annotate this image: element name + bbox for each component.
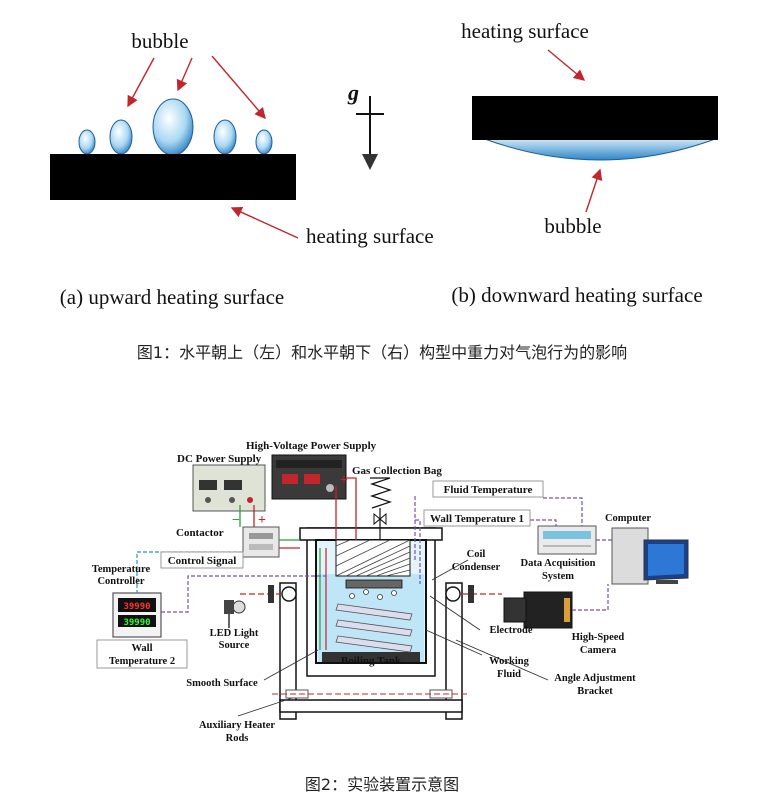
dc-power-supply: [192, 464, 266, 512]
dc-power-supply-label: DC Power Supply: [177, 453, 262, 465]
bubble: [213, 119, 237, 155]
heating-surface-label-b: heating surface: [461, 19, 589, 43]
wall-temperature-2-box: [96, 639, 188, 669]
wall-temperature-1-box: [423, 509, 531, 527]
contactor: [242, 526, 280, 558]
data-acquisition-system: [537, 525, 597, 555]
bubble-arrow: [211, 55, 266, 120]
bubble: [255, 129, 273, 155]
figure1-caption: 图1：水平朝上（左）和水平朝下（右）构型中重力对气泡行为的影响: [136, 343, 628, 362]
led-light-source: [224, 600, 246, 628]
auxiliary-heater-rods: [272, 689, 470, 699]
plus-sign: +: [258, 513, 266, 528]
fluid-temperature-label: Fluid Temperature: [444, 484, 533, 496]
bubble: [152, 98, 194, 156]
wall-temperature-1-label: Wall Temperature 1: [430, 513, 524, 525]
wiring: [136, 477, 612, 613]
contactor-label: Contactor: [176, 527, 224, 539]
coil-condenser-label: Coil: [467, 549, 486, 560]
figure1-panel-a: bubble heating surface (a) upward heatin…: [50, 29, 434, 309]
electrode: [345, 579, 403, 589]
control-signal-box: [160, 551, 244, 569]
figure2-caption: 图2：实验装置示意图: [304, 775, 460, 794]
led-light-source-label: Source: [219, 640, 250, 651]
smooth-surface-label: Smooth Surface: [186, 678, 258, 689]
computer: [611, 527, 689, 585]
data-acquisition-label: Data Acquisition: [521, 558, 596, 569]
boiling-tank: [315, 539, 427, 664]
bubble-b: [481, 137, 719, 161]
gravity-indicator: g: [347, 80, 384, 170]
controller-display-top: 39990: [123, 602, 150, 612]
bubble-label-a: bubble: [131, 29, 188, 53]
plus-sign: +: [340, 473, 348, 488]
temperature-controller-label: Temperature: [92, 564, 151, 575]
gas-collection-bag-label: Gas Collection Bag: [352, 465, 442, 477]
figure1-panel-b: heating surface bubble (b) downward heat…: [451, 19, 719, 307]
boiling-tank-label: Boiling Tank: [341, 655, 402, 667]
fluid-temperature-box: [432, 480, 544, 498]
bubble: [78, 129, 96, 155]
heating-surface-a: [50, 154, 296, 200]
working-fluid-label: Fluid: [497, 669, 521, 680]
high-speed-camera-label: Camera: [580, 645, 617, 656]
surface-arrow: [547, 49, 586, 81]
angle-bracket-label: Bracket: [577, 686, 613, 697]
bubble-arrow: [176, 57, 193, 92]
high-speed-camera: [503, 591, 573, 629]
computer-label: Computer: [605, 513, 651, 524]
leader-lines: [237, 559, 549, 717]
temperature-controller: 39990 39990: [112, 592, 162, 638]
led-light-source-label: LED Light: [210, 628, 259, 639]
coil-condenser: [335, 603, 413, 653]
hv-power-supply-label: High-Voltage Power Supply: [246, 440, 377, 452]
electrode-label: Electrode: [490, 625, 533, 636]
controller-display-bottom: 39990: [123, 618, 150, 628]
working-fluid-label: Working: [489, 656, 529, 667]
auxiliary-heater-label: Auxiliary Heater: [199, 720, 275, 731]
heating-surface-label-a: heating surface: [306, 224, 434, 248]
bubble-arrow: [585, 168, 603, 213]
wall-temperature-2-label: Temperature 2: [109, 656, 175, 667]
heating-surface-b: [472, 96, 718, 140]
figure2-apparatus: 39990 39990: [92, 440, 689, 744]
high-speed-camera-label: High-Speed: [572, 632, 625, 643]
wall-temperature-2-label: Wall: [131, 643, 152, 654]
bubble: [109, 119, 133, 155]
data-acquisition-label: System: [542, 571, 574, 582]
coil-condenser-label: Condenser: [452, 562, 501, 573]
gas-collection-bag: [369, 477, 393, 540]
bubble-label-b: bubble: [544, 214, 601, 238]
minus-sign: −: [232, 513, 240, 528]
bubble-arrow: [127, 57, 155, 108]
temperature-controller-label: Controller: [97, 576, 144, 587]
caption-b: (b) downward heating surface: [451, 283, 702, 307]
angle-bracket-label: Angle Adjustment: [554, 673, 636, 684]
control-signal-label: Control Signal: [168, 555, 237, 567]
gravity-label: g: [347, 80, 359, 105]
surface-arrow: [230, 206, 299, 239]
caption-a: (a) upward heating surface: [60, 285, 284, 309]
auxiliary-heater-label: Rods: [226, 733, 249, 744]
hv-power-supply: [271, 454, 347, 500]
